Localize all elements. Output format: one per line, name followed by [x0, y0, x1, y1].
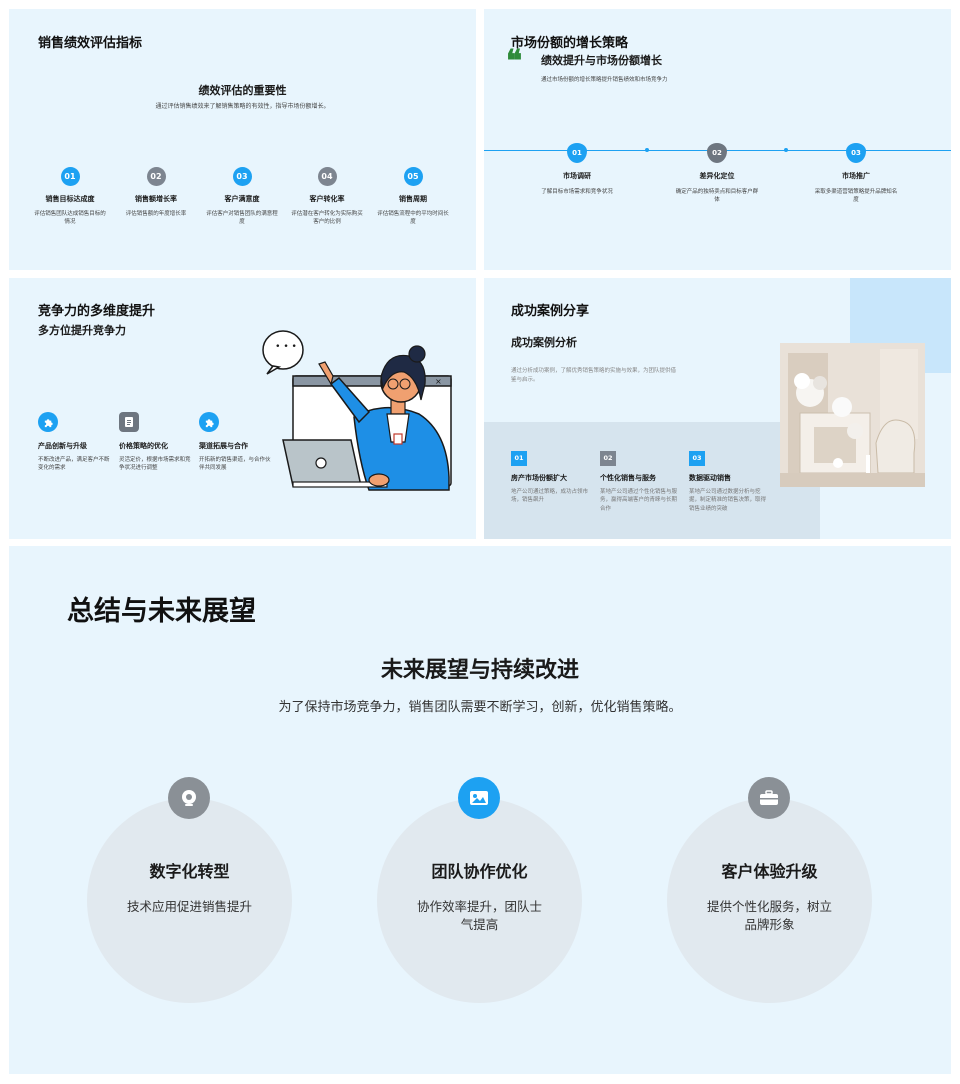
metric-title: 销售目标达成度 — [45, 195, 95, 203]
dimension-item: 价格策略的优化 灵活定价，根据市场需求和竞争状况进行调整 — [119, 412, 191, 473]
strategy-desc: 了解目标市场需求和竞争状况 — [541, 189, 613, 195]
number-badge: 02 — [600, 451, 616, 466]
slide-subtitle: 成功案例分析 — [511, 336, 577, 349]
dimension-item: 产品创新与升级 不断改进产品，满足客户不断变化的需求 — [38, 412, 110, 473]
dimension-title: 渠道拓展与合作 — [199, 442, 248, 450]
slide-description: 通过市场份额的增长策略提升销售绩效和市场竞争力 — [541, 77, 668, 83]
timeline-dot — [645, 148, 649, 152]
outlook-title: 客户体验升级 — [721, 862, 818, 881]
dimension-desc: 开拓新的销售渠道，与合作伙伴共同发展 — [199, 457, 271, 472]
strategy-item: 01 市场调研 了解目标市场需求和竞争状况 — [522, 140, 632, 196]
outlook-item: 团队协作优化 协作效率提升，团队士气提高 — [377, 798, 582, 1003]
dimension-title: 价格策略的优化 — [119, 442, 168, 450]
slide-title: 竞争力的多维度提升 — [38, 304, 156, 319]
dimension-item: 渠道拓展与合作 开拓新的销售渠道，与合作伙伴共同发展 — [199, 412, 271, 473]
metric-title: 客户满意度 — [224, 195, 260, 203]
outlook-desc: 协作效率提升，团队士气提高 — [416, 899, 542, 933]
dimension-desc: 不断改进产品，满足客户不断变化的需求 — [38, 457, 110, 472]
dimension-desc: 灵活定价，根据市场需求和竞争状况进行调整 — [119, 457, 191, 472]
case-title: 个性化销售与服务 — [600, 474, 656, 482]
strategy-item: 03 市场推广 采取多渠道营销策略提升品牌知名度 — [801, 140, 911, 205]
case-title: 数据驱动销售 — [689, 474, 731, 482]
slide-subtitle: 未来展望与持续改进 — [380, 658, 579, 683]
slide-description: 为了保持市场竞争力，销售团队需要不断学习，创新，优化销售策略。 — [278, 700, 682, 715]
metric-title: 客户转化率 — [309, 195, 345, 203]
number-badge: 01 — [511, 451, 527, 466]
briefcase-icon — [748, 777, 790, 819]
presenter-illustration: × — [262, 330, 452, 491]
slide-market-share[interactable]: 市场份额的增长策略 ❝ 绩效提升与市场份额增长 通过市场份额的增长策略提升销售绩… — [484, 9, 951, 270]
number-badge: 05 — [403, 167, 423, 186]
document-icon — [119, 412, 139, 432]
metric-desc: 评估销售流程中的平均时间长度 — [377, 211, 449, 226]
strategy-desc: 确定产品的独特卖点和目标客户群体 — [675, 189, 759, 204]
case-item: 02 个性化销售与服务 某地产公司通过个性化销售与服务，赢得高端客户的青睐与长期… — [600, 445, 678, 513]
metric-desc: 评估潜在客户转化为实际购买客户的比例 — [291, 211, 363, 226]
metric-desc: 评估客户对销售团队的满意程度 — [206, 211, 278, 226]
slide-competitiveness[interactable]: 竞争力的多维度提升 多方位提升竞争力 产品创新与升级 不断改进产品，满足客户不断… — [9, 278, 476, 539]
metric-desc: 评估销售额的年度增长率 — [125, 211, 187, 217]
strategy-title: 差异化定位 — [699, 172, 735, 180]
slide-title: 销售绩效评估指标 — [38, 36, 143, 51]
webcam-icon — [168, 777, 210, 819]
metric-desc: 评估销售团队达成销售目标的情况 — [34, 211, 106, 226]
puzzle-icon — [38, 412, 58, 432]
slide-sales-metrics[interactable]: 销售绩效评估指标 绩效评估的重要性 通过评估销售绩效来了解销售策略的有效性，指导… — [9, 9, 476, 270]
metric-item: 04 客户转化率 评估潜在客户转化为实际购买客户的比例 — [291, 164, 363, 227]
number-badge: 03 — [846, 143, 866, 163]
number-badge: 01 — [60, 167, 80, 186]
case-desc: 地产公司通过策略，成功占领市场，销售飙升 — [511, 489, 589, 504]
number-badge: 01 — [567, 143, 587, 163]
image-icon — [458, 777, 500, 819]
strategy-title: 市场调研 — [563, 172, 591, 180]
slide-description: 通过评估销售绩效来了解销售策略的有效性，指导市场份额增长。 — [155, 103, 330, 110]
slide-summary-outlook[interactable]: 总结与未来展望 未来展望与持续改进 为了保持市场竞争力，销售团队需要不断学习，创… — [9, 546, 951, 1074]
metric-item: 02 销售额增长率 评估销售额的年度增长率 — [120, 164, 192, 218]
timeline-dot — [784, 148, 788, 152]
outlook-desc: 技术应用促进销售提升 — [126, 899, 252, 914]
strategy-item: 02 差异化定位 确定产品的独特卖点和目标客户群体 — [662, 140, 772, 205]
case-item: 03 数据驱动销售 某地产公司通过数据分析与挖掘，制定精准的销售决策，取得销售业… — [689, 445, 767, 513]
metric-item: 01 销售目标达成度 评估销售团队达成销售目标的情况 — [34, 164, 106, 227]
slide-description: 通过分析成功案例，了解优秀销售策略的实施与效果，为团队提供借鉴与启示。 — [511, 368, 677, 383]
metric-title: 销售额增长率 — [135, 195, 177, 203]
metric-title: 销售周期 — [399, 195, 427, 203]
slide-subtitle: 绩效提升与市场份额增长 — [541, 54, 662, 67]
outlook-item: 客户体验升级 提供个性化服务，树立品牌形象 — [667, 798, 872, 1003]
slide-subtitle: 多方位提升竞争力 — [38, 324, 126, 337]
speech-bubble-dots: • • • — [275, 342, 297, 352]
outlook-title: 数字化转型 — [149, 862, 230, 881]
case-item: 01 房产市场份额扩大 地产公司通过策略，成功占领市场，销售飙升 — [511, 445, 589, 505]
case-title: 房产市场份额扩大 — [511, 474, 567, 482]
strategy-title: 市场推广 — [842, 172, 870, 180]
outlook-item: 数字化转型 技术应用促进销售提升 — [87, 798, 292, 1003]
number-badge: 02 — [146, 167, 166, 186]
slide-title: 市场份额的增长策略 — [511, 36, 629, 51]
outlook-title: 团队协作优化 — [431, 862, 528, 881]
case-desc: 某地产公司通过个性化销售与服务，赢得高端客户的青睐与长期合作 — [600, 489, 678, 512]
content-band — [484, 422, 820, 539]
slide-success-cases[interactable]: 成功案例分享 成功案例分析 通过分析成功案例，了解优秀销售策略的实施与效果，为团… — [484, 278, 951, 539]
svg-text:×: × — [435, 377, 442, 386]
number-badge: 03 — [232, 167, 252, 186]
number-badge: 03 — [689, 451, 705, 466]
slide-subtitle: 绩效评估的重要性 — [198, 84, 287, 97]
quote-icon: ❝ — [506, 44, 523, 79]
dimension-title: 产品创新与升级 — [38, 442, 87, 450]
case-desc: 某地产公司通过数据分析与挖掘，制定精准的销售决策，取得销售业绩的突破 — [689, 489, 767, 512]
metric-item: 05 销售周期 评估销售流程中的平均时间长度 — [377, 164, 449, 227]
slide-title: 成功案例分享 — [511, 304, 590, 319]
metric-item: 03 客户满意度 评估客户对销售团队的满意程度 — [206, 164, 278, 227]
outlook-desc: 提供个性化服务，树立品牌形象 — [706, 899, 832, 933]
slide-title: 总结与未来展望 — [67, 596, 256, 627]
interior-photo — [780, 343, 925, 487]
number-badge: 04 — [317, 167, 337, 186]
strategy-desc: 采取多渠道营销策略提升品牌知名度 — [814, 189, 898, 204]
puzzle-icon — [199, 412, 219, 432]
number-badge: 02 — [707, 143, 727, 163]
